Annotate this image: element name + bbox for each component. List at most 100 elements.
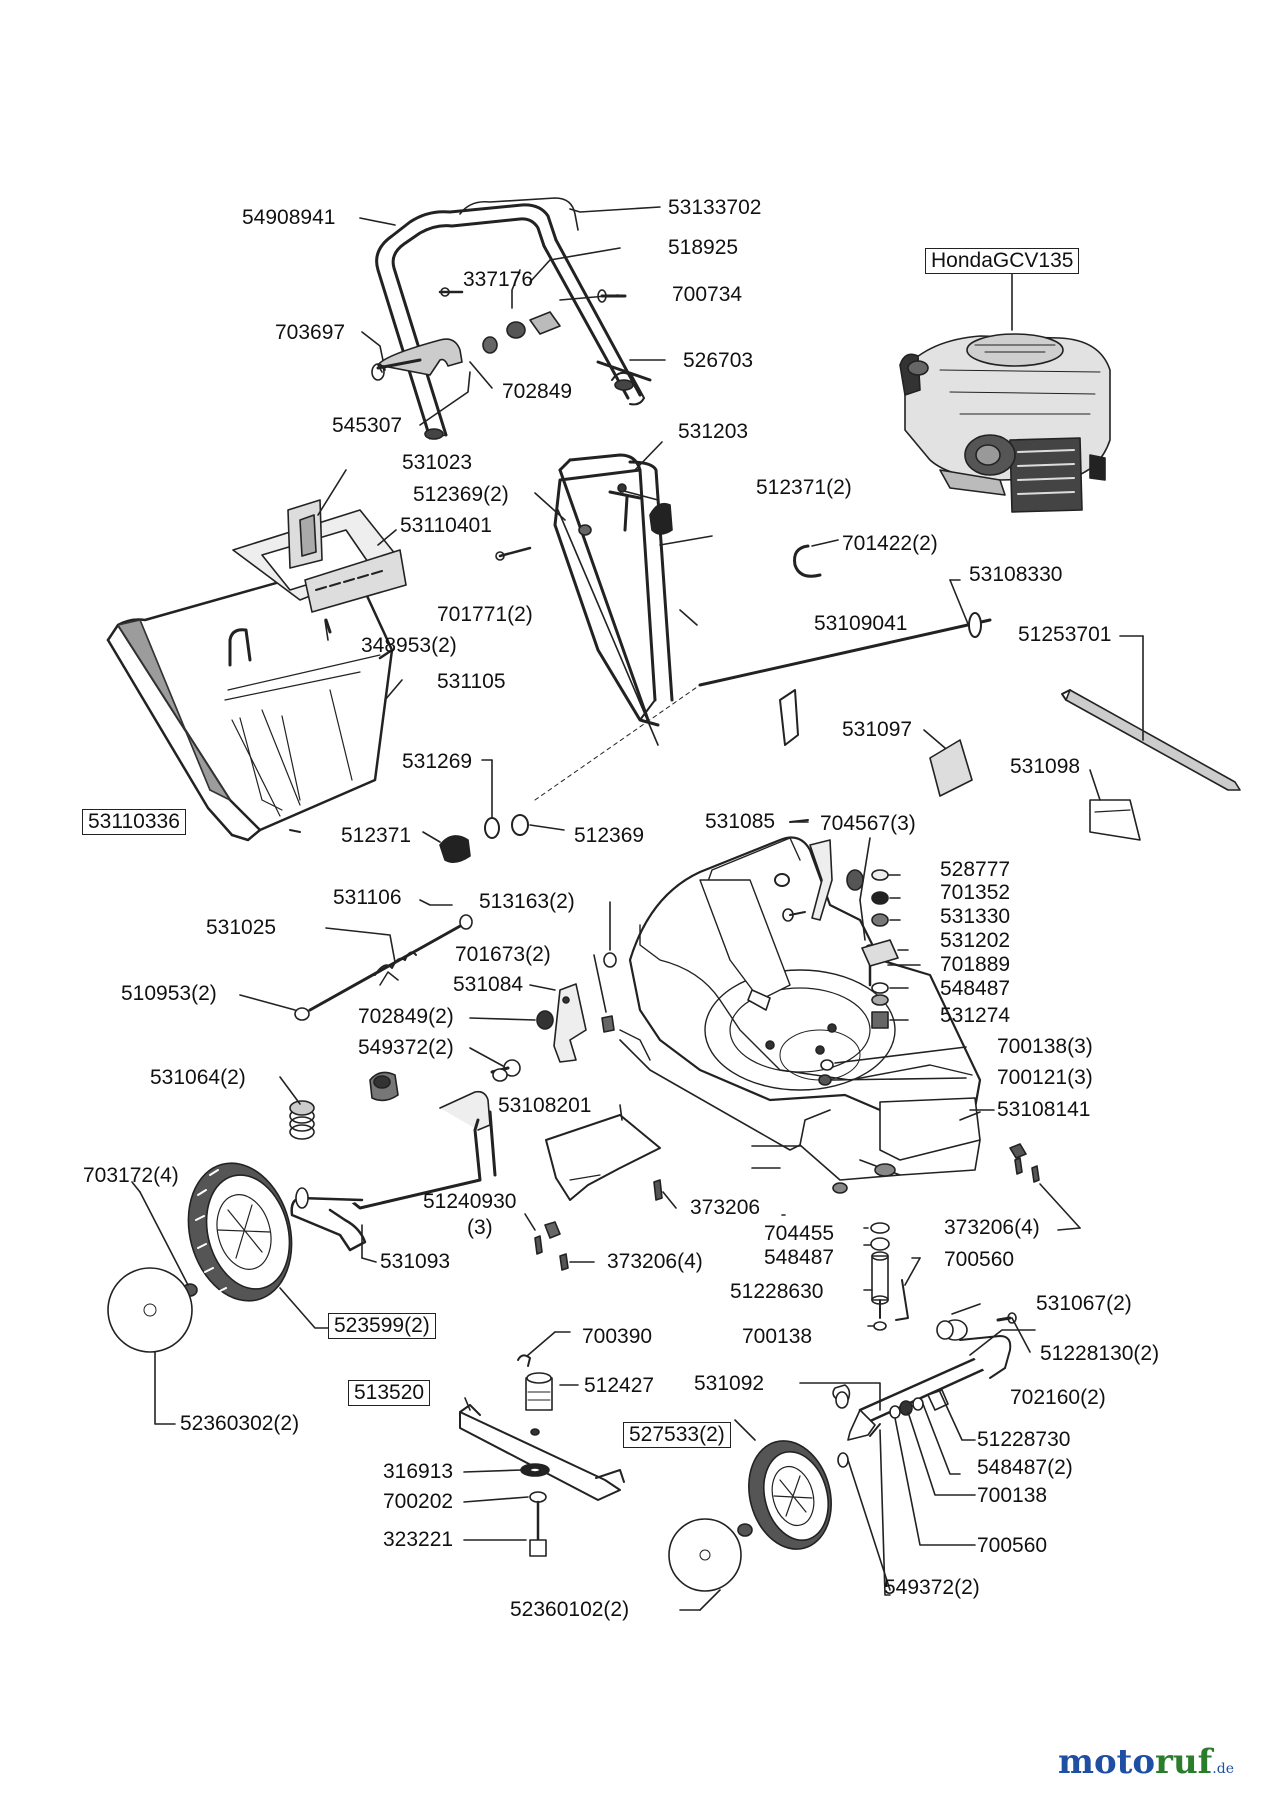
watermark-part-2: ruf xyxy=(1155,1742,1213,1782)
part-label-703172-4: 703172(4) xyxy=(83,1164,179,1187)
part-label-700138-3: 700138(3) xyxy=(997,1035,1093,1058)
part-label-323221: 323221 xyxy=(383,1528,454,1551)
lower-handle-drawing xyxy=(495,453,799,746)
catcher-lid-drawing xyxy=(232,469,407,641)
part-label-51240930: 51240930 xyxy=(423,1190,517,1213)
engine-drawing xyxy=(899,269,1111,513)
part-label-702849-2: 702849(2) xyxy=(358,1005,454,1028)
part-label-702849: 702849 xyxy=(502,380,573,403)
rear-bar-drawing xyxy=(1061,635,1241,791)
part-label-512369-2: 512369(2) xyxy=(413,483,509,506)
part-label-531067-2: 531067(2) xyxy=(1036,1292,1132,1315)
part-label-518925: 518925 xyxy=(668,236,739,259)
right-wheel-drawing xyxy=(668,1419,832,1611)
part-label-53110401: 53110401 xyxy=(400,514,492,537)
part-label-316913: 316913 xyxy=(383,1460,454,1483)
part-label-700560-a: 700560 xyxy=(944,1248,1015,1271)
part-label-531085: 531085 xyxy=(705,810,776,833)
part-label-51228130-2: 51228130(2) xyxy=(1040,1342,1160,1365)
upper-handle-drawing xyxy=(375,197,642,440)
part-label-54908941: 54908941 xyxy=(242,206,336,229)
part-label-703697: 703697 xyxy=(275,321,346,344)
mower-deck-drawing xyxy=(619,836,982,1194)
part-label-531269: 531269 xyxy=(402,750,473,773)
part-label-702160-2: 702160(2) xyxy=(1010,1386,1106,1409)
part-label-531105: 531105 xyxy=(437,670,506,693)
part-label-531330: 531330 xyxy=(940,905,1011,928)
part-label-373206-4-left: 373206(4) xyxy=(607,1250,703,1273)
part-label-512369: 512369 xyxy=(574,824,645,847)
part-label-373206: 373206 xyxy=(690,1196,761,1219)
part-label-337176: 337176 xyxy=(463,268,534,291)
part-label-510953-2: 510953(2) xyxy=(121,982,217,1005)
part-label-527533-2: 527533(2) xyxy=(623,1422,731,1448)
part-label-531106: 531106 xyxy=(333,886,402,909)
part-label-700202: 700202 xyxy=(383,1490,454,1513)
grass-catcher-drawing xyxy=(106,563,394,842)
part-label-373206-4-right: 373206(4) xyxy=(944,1216,1040,1239)
part-label-531093: 531093 xyxy=(380,1250,451,1273)
part-label-701352: 701352 xyxy=(940,881,1011,904)
part-label-53133702: 53133702 xyxy=(668,196,762,219)
part-label-53108141: 53108141 xyxy=(997,1098,1091,1121)
part-label-548487: 548487 xyxy=(940,977,1011,1000)
part-label-700138-a: 700138 xyxy=(742,1325,813,1348)
part-label-52360302-2: 52360302(2) xyxy=(180,1412,300,1435)
part-label-700138-b: 700138 xyxy=(977,1484,1048,1507)
part-label-512427: 512427 xyxy=(584,1374,655,1397)
part-label-531092: 531092 xyxy=(694,1372,765,1395)
part-label-700734: 700734 xyxy=(672,283,743,306)
part-label-549372-2-b: 549372(2) xyxy=(884,1576,980,1599)
part-label-531084: 531084 xyxy=(453,973,524,996)
part-label-526703: 526703 xyxy=(683,349,754,372)
spring-drawing xyxy=(279,1076,315,1140)
rear-axle-drawing xyxy=(799,1303,1036,1596)
part-label-701771-2: 701771(2) xyxy=(437,603,533,626)
part-label-53110336: 53110336 xyxy=(82,809,186,835)
part-label-53109041: 53109041 xyxy=(814,612,908,635)
part-label-531023: 531023 xyxy=(402,451,473,474)
watermark-part-3: .de xyxy=(1212,1761,1234,1777)
part-label-523599-2: 523599(2) xyxy=(328,1313,436,1339)
part-label-700560-b: 700560 xyxy=(977,1534,1048,1557)
part-label-51228730: 51228730 xyxy=(977,1428,1071,1451)
watermark-logo: motoruf.de xyxy=(1058,1742,1234,1782)
part-label-549372-2: 549372(2) xyxy=(358,1036,454,1059)
part-label-512371: 512371 xyxy=(341,824,412,847)
part-label-53108330: 53108330 xyxy=(969,563,1063,586)
part-label-701422-2: 701422(2) xyxy=(842,532,938,555)
part-label-700390: 700390 xyxy=(582,1325,653,1348)
part-label-704455: 704455 xyxy=(764,1222,835,1245)
part-label-701673-2: 701673(2) xyxy=(455,943,551,966)
part-label-52360102-2: 52360102(2) xyxy=(510,1598,630,1621)
part-label-531274: 531274 xyxy=(940,1004,1011,1027)
part-label-53108201: 53108201 xyxy=(498,1094,592,1117)
part-label-531025: 531025 xyxy=(206,916,277,939)
front-axle-drawing xyxy=(290,1066,510,1263)
part-label-513163-2: 513163(2) xyxy=(479,890,575,913)
part-label-51240930-qty: (3) xyxy=(467,1216,493,1239)
bearing-parts-stack xyxy=(861,869,921,1029)
left-wheel-drawing xyxy=(107,1162,331,1425)
blade-adapter-drawing xyxy=(863,1222,921,1331)
part-label-704567-3: 704567(3) xyxy=(820,812,916,835)
part-label-512371-2: 512371(2) xyxy=(756,476,852,499)
watermark-part-1: moto xyxy=(1057,1742,1156,1782)
part-label-701889: 701889 xyxy=(940,953,1011,976)
part-label-531202: 531202 xyxy=(940,929,1011,952)
part-label-700121-3: 700121(3) xyxy=(997,1066,1093,1089)
part-label-548487-2: 548487(2) xyxy=(977,1456,1073,1479)
height-adjust-rod-drawing xyxy=(239,899,473,1021)
part-label-513520: 513520 xyxy=(348,1380,431,1406)
part-label-548487-b: 548487 xyxy=(764,1246,835,1269)
part-label-545307: 545307 xyxy=(332,414,403,437)
part-label-528777: 528777 xyxy=(940,858,1011,881)
axle-rod-drawing xyxy=(534,579,992,801)
part-label-531098: 531098 xyxy=(1010,755,1081,778)
part-label-531203: 531203 xyxy=(678,420,749,443)
blade-drawing xyxy=(459,1331,625,1557)
part-label-531097: 531097 xyxy=(842,718,913,741)
part-label-348953-2: 348953(2) xyxy=(361,634,457,657)
